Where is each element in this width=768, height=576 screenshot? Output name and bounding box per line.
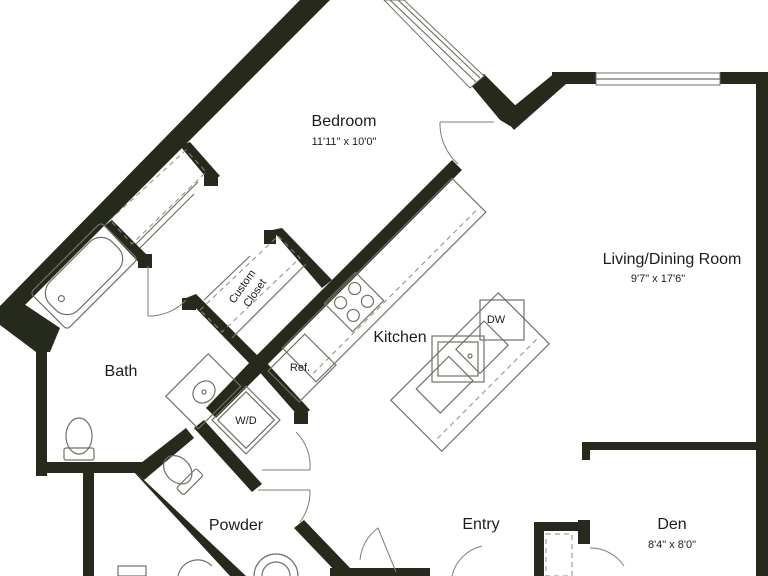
fixtures [31, 149, 573, 576]
den-closet [545, 533, 573, 576]
refrigerator-label: Ref. [290, 362, 310, 374]
wall-den-north-stub [582, 442, 590, 460]
wall-closet-left [186, 294, 258, 364]
door-bath [147, 266, 187, 317]
wall-den-north [582, 442, 756, 450]
door-den [589, 547, 625, 567]
wall-closet-left-stub [182, 298, 196, 310]
toilet-powder [163, 455, 203, 495]
kitchen-island [389, 291, 551, 453]
den-name: Den [657, 516, 686, 533]
bathtub [31, 223, 137, 329]
powder-cabinet [117, 565, 147, 576]
door-laundry [262, 431, 311, 471]
wall-west-lower [83, 466, 94, 576]
wall-tub-stub [138, 254, 152, 268]
windows [383, 0, 721, 89]
wall-closet-top [272, 228, 332, 288]
door-entry-left [359, 527, 397, 573]
island-sink [431, 335, 485, 383]
kitchen-name: Kitchen [373, 329, 426, 346]
wall-powder-west [132, 470, 246, 576]
door-powder [258, 489, 311, 523]
entry-name: Entry [462, 516, 499, 533]
bath-vanity [164, 352, 242, 430]
labels: Bedroom 11'11" x 10'0" Living/Dining Roo… [105, 113, 742, 551]
den-dims: 8'4" x 8'0" [648, 539, 696, 551]
wall-den-west-top [534, 522, 584, 531]
wall-bedroom-kitchen [250, 160, 462, 372]
wall-closet-top-stub [264, 230, 276, 244]
living-dims: 9'7" x 17'6" [631, 273, 685, 285]
outer-wall-northwest [0, 0, 330, 312]
wall-den-west [534, 522, 544, 576]
refrigerator [267, 333, 337, 403]
doors [147, 121, 625, 576]
outer-wall-east [756, 72, 768, 576]
wall-powder-north [132, 428, 194, 480]
dishwasher [479, 299, 525, 341]
bedroom-name: Bedroom [312, 113, 377, 130]
door-bedroom [439, 121, 494, 165]
toilet-bath [63, 417, 95, 461]
bedroom-dims: 11'11" x 10'0" [312, 136, 377, 148]
washer-dryer [211, 385, 281, 455]
wall-laundry-west [194, 420, 262, 492]
wall-entry-south [330, 568, 430, 576]
closet-shelf [199, 235, 301, 333]
kitchen-counter [281, 177, 487, 383]
wall-shower-top [180, 142, 220, 182]
wall-living-northwest [502, 72, 566, 130]
outer-wall-west [36, 336, 47, 476]
wall-den-west-stub [578, 520, 590, 544]
outer-wall-corner [0, 300, 60, 352]
cooktop [323, 271, 385, 333]
living-name: Living/Dining Room [603, 251, 742, 268]
washer-dryer-label: W/D [235, 415, 256, 427]
wall-laundry-stub [294, 412, 308, 424]
bath-name: Bath [105, 363, 138, 380]
powder-name: Powder [209, 517, 264, 534]
bath-shelf [109, 149, 207, 245]
sink-powder [253, 553, 299, 576]
wall-shower-stub [204, 174, 218, 186]
door-entry-right [451, 545, 483, 576]
wall-kitchen-laundry [206, 362, 262, 418]
dishwasher-label: DW [487, 314, 506, 326]
wall-laundry-east [256, 362, 310, 418]
wall-living-north-left [552, 72, 596, 84]
wall-powder-east [294, 520, 352, 576]
